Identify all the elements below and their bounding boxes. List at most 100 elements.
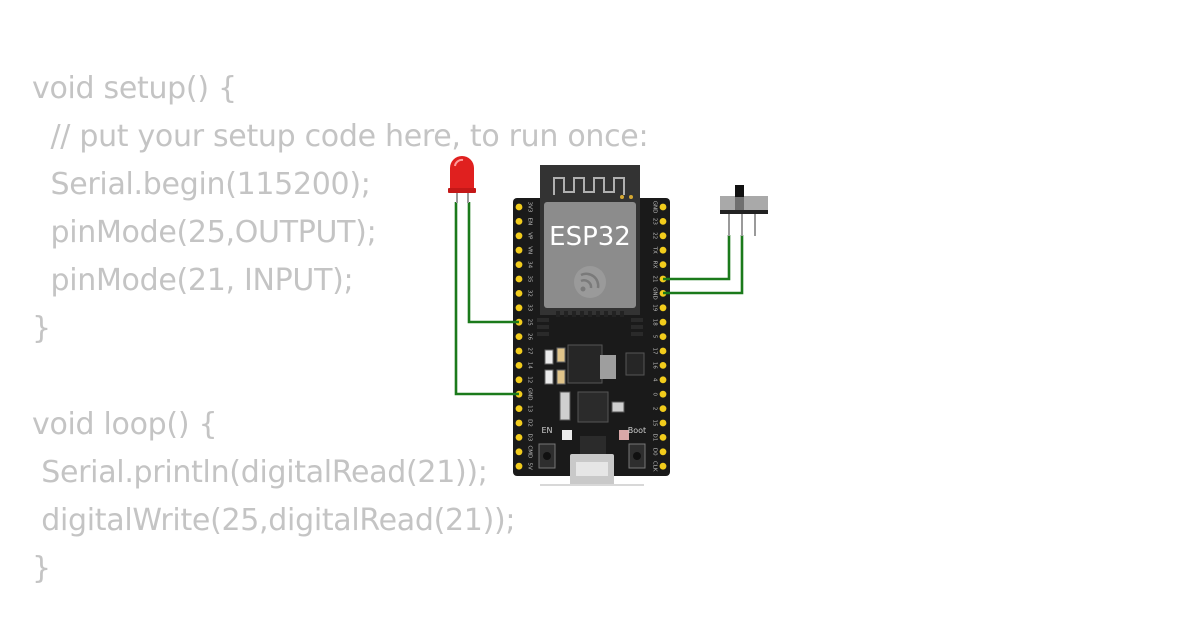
- left-pin-label: 12: [527, 376, 533, 383]
- left-pin-label: 27: [527, 348, 533, 355]
- left-pin[interactable]: [515, 246, 523, 254]
- left-pin[interactable]: [515, 218, 523, 225]
- left-pin[interactable]: [515, 362, 523, 369]
- left-pin[interactable]: [515, 290, 523, 297]
- left-pin[interactable]: [515, 261, 523, 268]
- left-pin-label: 13: [527, 405, 533, 412]
- board-components: [544, 344, 645, 454]
- right-pin[interactable]: [659, 318, 667, 326]
- usb-port: [576, 462, 608, 476]
- right-pin-label: 0: [652, 392, 658, 396]
- left-pin[interactable]: [515, 304, 523, 312]
- right-pin-label: 15: [652, 420, 658, 427]
- code-line: digitalWrite(25,digitalRead(21));: [32, 503, 516, 538]
- left-pin-label: 25: [527, 319, 533, 326]
- antenna-trace: [553, 177, 625, 195]
- right-pin[interactable]: [659, 347, 667, 355]
- code-line: Serial.println(digitalRead(21));: [32, 455, 488, 490]
- wires: [454, 202, 744, 396]
- left-pin[interactable]: [515, 405, 523, 412]
- right-pin[interactable]: [659, 405, 667, 412]
- right-pin[interactable]: [659, 390, 667, 398]
- slide-switch[interactable]: [720, 185, 768, 236]
- left-pin-label: 34: [527, 261, 533, 268]
- en-label: EN: [541, 426, 552, 435]
- code-line: }: [32, 551, 51, 586]
- wire-led-to-gnd: [454, 202, 519, 396]
- left-pin[interactable]: [515, 448, 523, 456]
- right-pin[interactable]: [659, 246, 667, 254]
- boot-label: Boot: [628, 426, 646, 435]
- wire-led-to-pin-25: [467, 202, 519, 324]
- left-pin-label: GND: [527, 388, 533, 401]
- code-line: pinMode(25,OUTPUT);: [32, 215, 377, 250]
- left-pin[interactable]: [515, 419, 523, 427]
- code-line: // put your setup code here, to run once…: [32, 119, 649, 154]
- left-pin[interactable]: [515, 434, 523, 441]
- right-pin-label: 22: [652, 232, 658, 239]
- right-pin-label: 18: [652, 319, 658, 326]
- right-pin[interactable]: [659, 462, 667, 470]
- code-line: }: [32, 311, 51, 346]
- right-pin-label: 2: [652, 407, 658, 411]
- left-pin[interactable]: [515, 376, 523, 384]
- left-pin-label: 35: [527, 276, 533, 283]
- right-pin[interactable]: [659, 261, 667, 268]
- right-pin-label: 17: [652, 348, 658, 355]
- right-pin-label: TX: [652, 246, 658, 254]
- right-pin-label: GND: [652, 287, 658, 300]
- left-pin-label: 33: [527, 304, 533, 311]
- esp32-module: ESP32: [537, 165, 643, 336]
- en-button[interactable]: [538, 443, 556, 469]
- module-can: [544, 202, 636, 308]
- right-pin-label: 19: [652, 304, 658, 311]
- right-pin-label: D1: [652, 434, 658, 442]
- right-pin-label: 16: [652, 362, 658, 369]
- left-pin[interactable]: [515, 333, 523, 340]
- right-pin-label: 5: [652, 335, 658, 339]
- right-pin[interactable]: [659, 376, 667, 384]
- code-line: Serial.begin(115200);: [32, 167, 371, 202]
- code-line: void setup() {: [32, 71, 237, 106]
- left-pin-label: VN: [527, 246, 533, 254]
- left-pin-label: CMD: [527, 445, 533, 458]
- right-pin-label: 21: [652, 276, 658, 283]
- left-pin-label: 32: [527, 290, 533, 297]
- red-led[interactable]: [448, 156, 476, 203]
- left-pin[interactable]: [515, 232, 523, 240]
- espressif-logo-icon: [574, 266, 606, 298]
- left-pin-header: 3V3ENVPVN343532332526271412GND13D2D3CMD5…: [515, 202, 533, 470]
- right-pin[interactable]: [659, 362, 667, 369]
- right-pin-label: RX: [652, 261, 658, 269]
- right-pin[interactable]: [659, 218, 667, 225]
- left-pin[interactable]: [515, 347, 523, 355]
- module-label: ESP32: [549, 222, 631, 252]
- left-pin-label: D3: [527, 434, 533, 442]
- right-pin[interactable]: [659, 232, 667, 240]
- left-pin[interactable]: [515, 275, 523, 283]
- right-pin-label: D0: [652, 448, 658, 456]
- right-pin[interactable]: [659, 419, 667, 427]
- right-pin[interactable]: [659, 304, 667, 312]
- right-pin-label: CLK: [652, 461, 658, 472]
- wire-switch-to-gnd: [663, 235, 744, 295]
- right-pin[interactable]: [659, 203, 667, 211]
- left-pin-label: 5V: [527, 463, 533, 470]
- esp32-board[interactable]: ESP32: [513, 165, 670, 486]
- left-pin[interactable]: [515, 203, 523, 211]
- left-pin-label: 26: [527, 333, 533, 340]
- module-pads: [556, 311, 624, 317]
- left-pin-label: 14: [527, 362, 533, 369]
- right-pin[interactable]: [659, 434, 667, 441]
- module-castellations: [537, 318, 643, 336]
- code-line: void loop() {: [32, 407, 218, 442]
- right-pin[interactable]: [659, 333, 667, 340]
- switch-handle[interactable]: [735, 185, 744, 198]
- boot-button[interactable]: [628, 443, 646, 469]
- left-pin[interactable]: [515, 462, 523, 470]
- right-pin[interactable]: [659, 448, 667, 456]
- right-pin-label: 4: [652, 378, 658, 382]
- wire-switch-to-pin-21: [663, 235, 731, 281]
